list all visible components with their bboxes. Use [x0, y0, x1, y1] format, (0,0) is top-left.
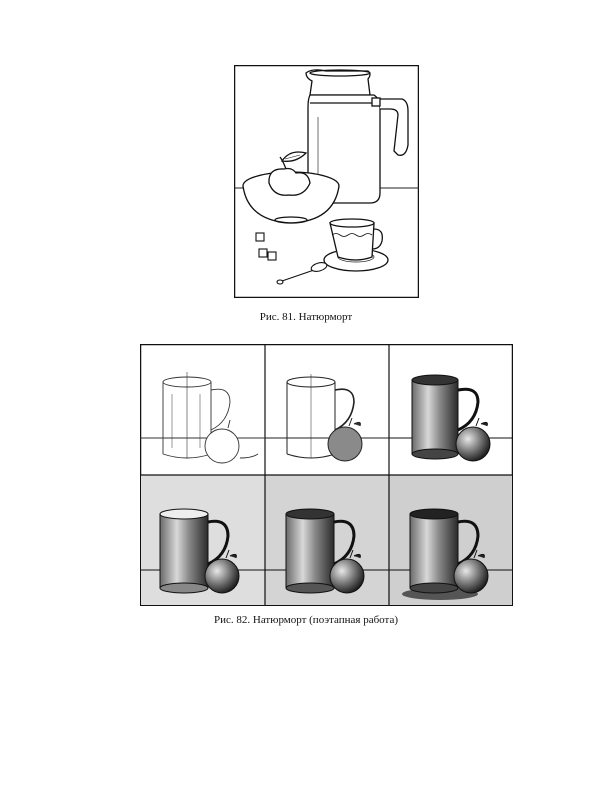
sugar-cubes [255, 232, 277, 261]
panel-step-3 [389, 374, 513, 462]
panel-step-6 [389, 508, 513, 600]
panel-step-2 [265, 374, 389, 462]
step-by-step-figure-82 [140, 344, 513, 606]
cup-and-saucer [323, 218, 389, 272]
still-life-drawing [234, 65, 419, 298]
figure-82-caption: Рис. 82. Натюрморт (поэтапная работа) [213, 614, 399, 626]
panel-step-5 [265, 508, 389, 594]
jug [305, 69, 409, 204]
step-by-step-drawing [140, 344, 513, 606]
figure-81-caption: Рис. 81. Натюрморт [259, 311, 353, 323]
still-life-figure-81 [234, 65, 419, 298]
panel-step-4 [141, 508, 265, 594]
bowl [242, 151, 340, 224]
panel-step-1 [140, 372, 265, 464]
spoon [276, 262, 328, 285]
